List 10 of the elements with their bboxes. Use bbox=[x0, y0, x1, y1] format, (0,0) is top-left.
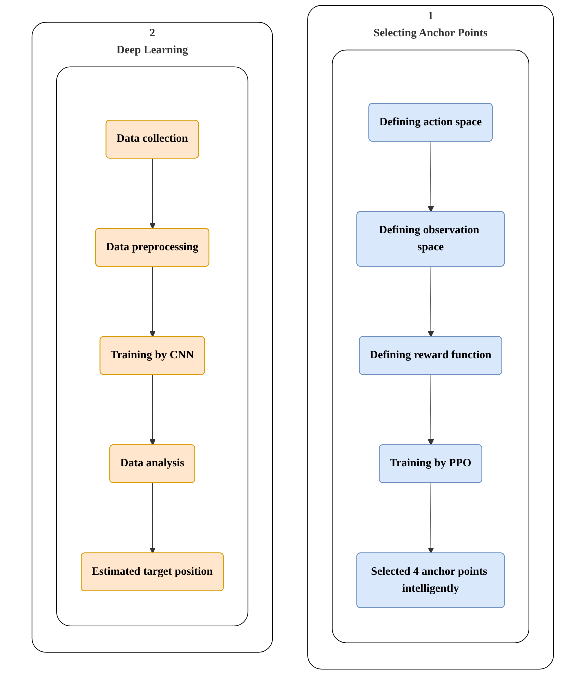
arrow bbox=[428, 266, 434, 338]
arrow bbox=[150, 266, 156, 338]
arrow bbox=[428, 374, 434, 446]
arrow bbox=[150, 482, 156, 554]
arrow bbox=[150, 158, 156, 230]
arrow bbox=[150, 374, 156, 446]
arrow bbox=[428, 482, 434, 554]
arrow bbox=[428, 142, 434, 212]
cluster bbox=[332, 50, 530, 644]
cluster bbox=[56, 66, 249, 627]
